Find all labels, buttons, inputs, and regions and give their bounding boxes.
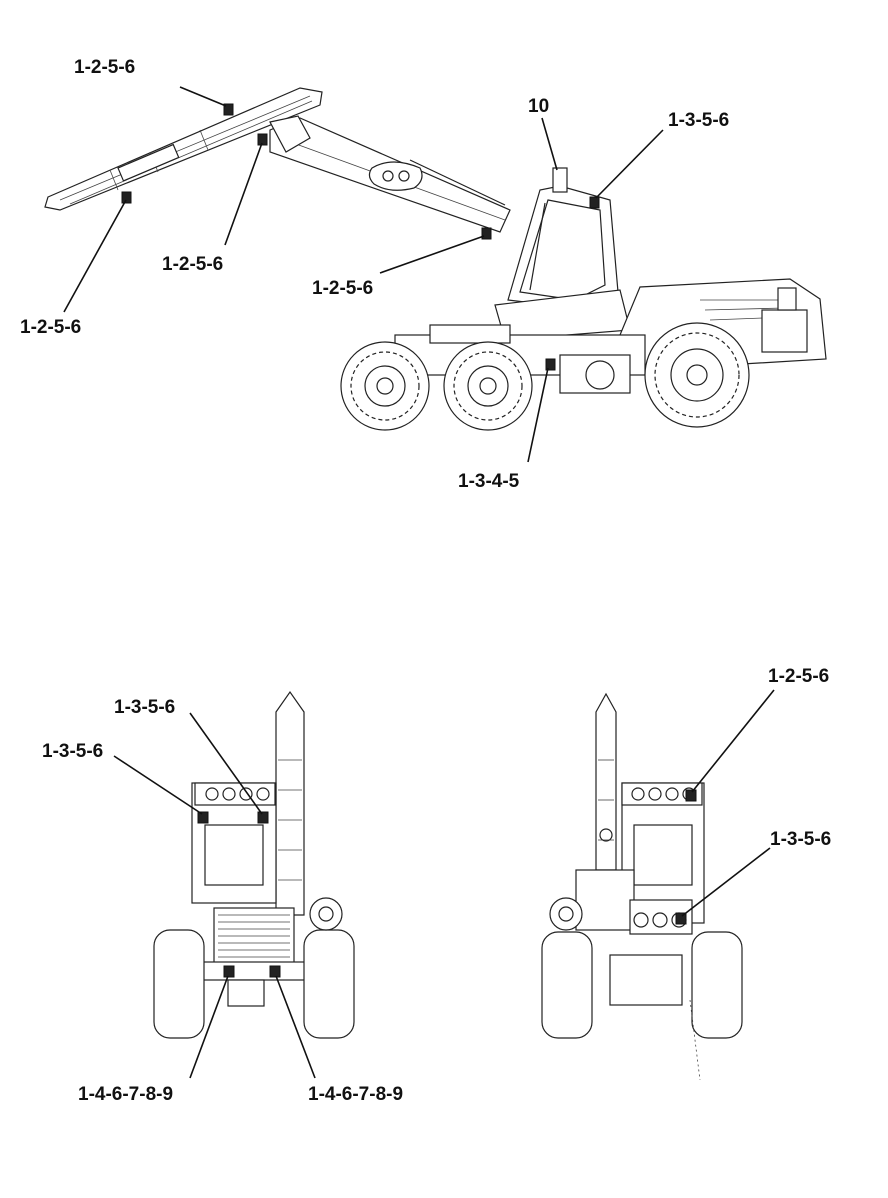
leader-boom-tip	[179, 86, 227, 107]
label-side-boom-left: 1-2-5-6	[20, 317, 81, 338]
light-marker-front-bottom-right	[269, 965, 281, 978]
front-tyre-right	[303, 929, 355, 1039]
leader-front-cab-outer	[113, 755, 203, 815]
light-marker-chassis	[545, 358, 556, 371]
light-marker-boom-left	[121, 191, 132, 204]
front-grille-lines	[218, 914, 290, 958]
front-view-machine	[153, 690, 355, 1039]
light-marker-rear-roof	[685, 789, 697, 802]
light-marker-front-cab-inner	[257, 811, 269, 824]
label-side-boom-mid: 1-2-5-6	[162, 254, 223, 275]
light-marker-front-cab-outer	[197, 811, 209, 824]
light-marker-rear-engine	[675, 912, 687, 925]
leader-front-bottom-right	[275, 975, 316, 1079]
leader-front-cab-inner	[189, 712, 263, 815]
side-boom-arm	[44, 87, 511, 233]
light-marker-boom-mid	[257, 133, 268, 146]
label-side-cab-roof: 1-3-5-6	[668, 110, 729, 131]
side-view-machine	[44, 87, 827, 431]
leader-rear-engine	[681, 847, 771, 917]
rear-tyre-left	[541, 931, 593, 1039]
label-front-cab-outer: 1-3-5-6	[42, 741, 103, 762]
label-front-cab-inner: 1-3-5-6	[114, 697, 175, 718]
leader-boom-mid	[224, 142, 263, 246]
leader-boom-base	[379, 235, 485, 274]
label-side-chassis: 1-3-4-5	[458, 471, 520, 492]
label-side-boom-base: 1-2-5-6	[312, 278, 373, 299]
rear-view-machine	[541, 692, 743, 1081]
leader-cab-top	[541, 117, 558, 171]
side-wheel-front	[644, 322, 750, 428]
label-front-bottom-right: 1-4-6-7-8-9	[308, 1084, 403, 1105]
label-side-boom-tip: 1-2-5-6	[74, 57, 135, 78]
light-marker-cab-roof	[589, 196, 600, 209]
side-cab	[494, 167, 631, 341]
label-side-cab-top-marker: 10	[528, 96, 549, 117]
label-front-bottom-left: 1-4-6-7-8-9	[78, 1084, 173, 1105]
side-wheel-rear-2	[443, 341, 533, 431]
leader-boom-left	[63, 199, 127, 313]
light-marker-boom-tip	[223, 103, 234, 116]
side-wheel-rear-1	[340, 341, 430, 431]
label-rear-engine: 1-3-5-6	[770, 829, 831, 850]
label-rear-roof: 1-2-5-6	[768, 666, 829, 687]
leader-front-bottom-left	[189, 975, 229, 1079]
rear-tyre-right	[691, 931, 743, 1039]
front-tyre-left	[153, 929, 205, 1039]
light-marker-front-bottom-left	[223, 965, 235, 978]
leader-chassis	[527, 367, 549, 463]
leader-rear-roof	[691, 689, 775, 793]
leader-cab-roof	[595, 129, 664, 199]
light-marker-boom-base	[481, 227, 492, 240]
